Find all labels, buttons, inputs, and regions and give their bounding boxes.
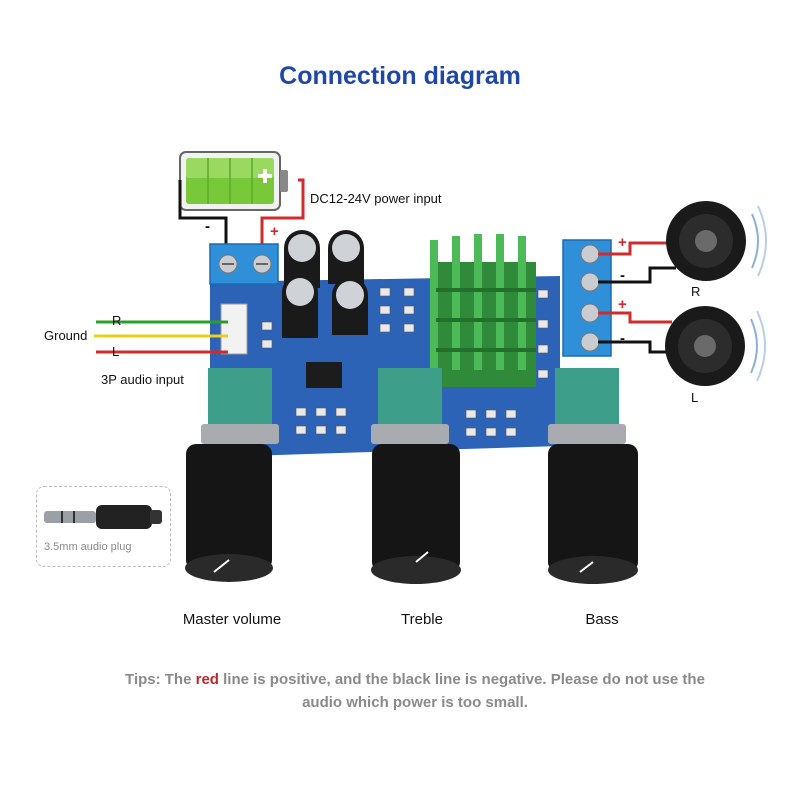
- tips-text: Tips: The red line is positive, and the …: [110, 668, 720, 714]
- capacitors: [282, 230, 368, 338]
- power-wires: [178, 178, 305, 258]
- speaker-l-label: L: [691, 390, 699, 405]
- speaker-r-label: R: [691, 284, 701, 299]
- audio-plug-label: 3.5mm audio plug: [44, 541, 132, 553]
- speaker-l-icon: [665, 306, 766, 386]
- tips-red-word: red: [195, 671, 219, 688]
- audio-input-connector: [94, 303, 248, 355]
- power-input-label: DC12-24V power input: [310, 191, 442, 206]
- speaker-r-icon: [666, 201, 767, 281]
- tips-prefix: Tips: The: [125, 671, 196, 688]
- master-volume-label: Master volume: [182, 611, 282, 628]
- battery-icon: [179, 151, 288, 211]
- speaker-wires: [598, 241, 676, 354]
- audio-input-label: 3P audio input: [101, 372, 184, 387]
- power-minus-sign: -: [205, 218, 210, 235]
- bass-label: Bass: [585, 611, 619, 628]
- ic-chip: [306, 362, 342, 388]
- speaker-terminal: [562, 239, 612, 357]
- smd-components: [261, 287, 549, 437]
- page-title: Connection diagram: [279, 62, 521, 90]
- power-plus-sign: +: [270, 223, 279, 240]
- treble-label: Treble: [401, 611, 443, 628]
- speaker-r-minus: -: [620, 267, 625, 284]
- speaker-l-plus: +: [618, 296, 627, 313]
- heatsink: [430, 234, 536, 387]
- master-volume-knob: [185, 368, 279, 582]
- treble-knob: [371, 368, 461, 584]
- audio-plug-icon: [44, 505, 162, 529]
- l-channel-label: L: [112, 344, 120, 359]
- r-channel-label: R: [112, 313, 122, 328]
- audio-plug-box: [36, 486, 171, 567]
- tips-line2: audio which power is too small.: [302, 694, 528, 711]
- tips-rest: line is positive, and the black line is …: [218, 671, 705, 688]
- ground-label: Ground: [44, 328, 88, 343]
- speaker-r-plus: +: [618, 234, 627, 251]
- speaker-l-minus: -: [620, 330, 625, 347]
- power-terminal: [209, 243, 279, 285]
- bass-knob: [548, 368, 638, 584]
